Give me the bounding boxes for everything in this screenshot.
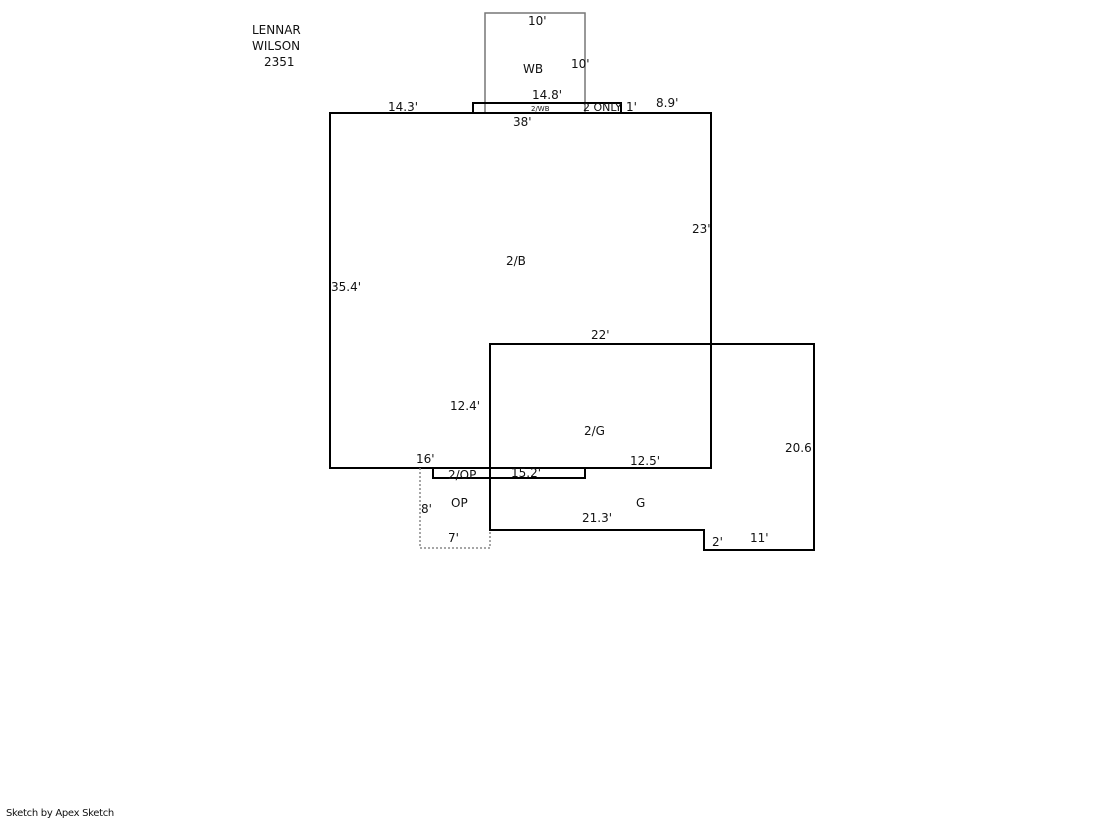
dim-top-main: 38': [513, 115, 532, 129]
dim-wb-top: 10': [528, 14, 547, 28]
apex-sketch-credit: Sketch by Apex Sketch: [6, 808, 114, 819]
dim-bottom-left: 16': [416, 452, 435, 466]
title-line-3: 2351: [264, 55, 295, 69]
dim-op-bottom: 7': [448, 531, 459, 545]
dim-left-main: 35.4': [331, 280, 361, 294]
dim-left-top: 14.3': [388, 100, 418, 114]
dim-one-ft: 1': [626, 100, 637, 114]
label-2-only: 2 ONLY: [583, 101, 622, 114]
dim-wb2-width: 14.8': [532, 88, 562, 102]
label-2b: 2/B: [506, 254, 526, 268]
dim-inner-left: 12.4': [450, 399, 480, 413]
dim-g-bottom: 21.3': [582, 511, 612, 525]
label-wb2: 2/WB: [531, 105, 550, 113]
dim-right-main: 23': [692, 222, 711, 236]
label-op: OP: [451, 496, 468, 510]
dim-op2-width: 15.2': [511, 466, 541, 480]
dim-g-top: 22': [591, 328, 610, 342]
dim-wb-right: 10': [571, 57, 590, 71]
title-line-1: LENNAR: [252, 23, 301, 37]
dim-step: 2': [712, 535, 723, 549]
dim-bottom-right: 12.5': [630, 454, 660, 468]
label-wb: WB: [523, 62, 543, 76]
wb2-strip-outline: [472, 102, 622, 113]
label-2g: 2/G: [584, 424, 605, 438]
sketch-title: LENNAR WILSON 2351: [252, 22, 301, 70]
label-g: G: [636, 496, 645, 510]
op2-strip-outline: [432, 468, 586, 479]
label-2op: 2/OP: [448, 468, 476, 482]
dim-g-bottom-right: 11': [750, 531, 769, 545]
op-porch-outline: [419, 468, 491, 549]
title-line-2: WILSON: [252, 39, 301, 53]
garage-outline: [489, 343, 815, 551]
dim-g-right: 20.6: [785, 441, 812, 455]
main-2b-outline: [329, 112, 712, 469]
dim-op-side: 8': [421, 502, 432, 516]
dim-right-top: 8.9': [656, 96, 678, 110]
